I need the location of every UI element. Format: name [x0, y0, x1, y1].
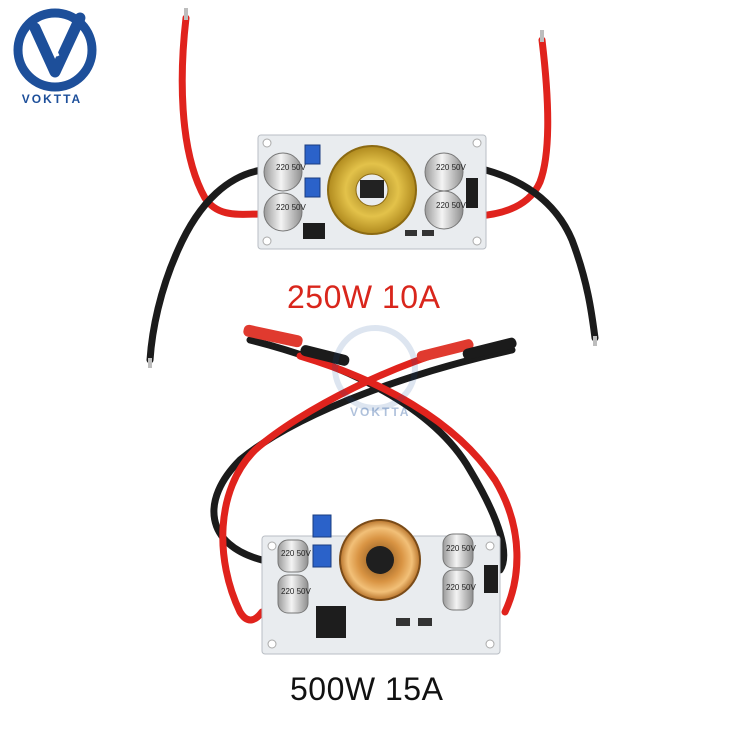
black-sleeve: [462, 337, 517, 360]
diode: [484, 565, 498, 593]
capacitor: [277, 539, 309, 573]
capacitor: [424, 152, 464, 192]
trimmer-potentiometer: [312, 514, 332, 538]
top-right-black-wire: [474, 164, 599, 342]
red-sleeve: [243, 324, 303, 348]
capacitor-label: 220 50V: [436, 201, 466, 210]
capacitor: [424, 190, 464, 230]
capacitor-label: 220 50V: [281, 587, 311, 596]
top-right-red-wire: [474, 36, 552, 220]
mount-hole: [485, 639, 495, 649]
mount-hole: [472, 236, 482, 246]
top-left-red-wire: [178, 14, 266, 218]
red-sleeve: [416, 339, 474, 362]
toroid-core: [366, 546, 394, 574]
capacitor-label: 220 50V: [276, 203, 306, 212]
capacitor-label: 220 50V: [281, 549, 311, 558]
brand-logo: [13, 8, 97, 92]
smd-part: [396, 618, 410, 626]
smd-part: [418, 618, 432, 626]
trimmer-potentiometer: [304, 144, 321, 165]
mount-hole: [485, 541, 495, 551]
top-module: 220 50V 220 50V 220 50V 220 50V: [146, 8, 599, 368]
mount-hole: [262, 236, 272, 246]
mount-hole: [262, 138, 272, 148]
bottom-module-caption: 500W 15A: [290, 671, 444, 707]
bottom-red-wire: [296, 352, 521, 616]
capacitor: [442, 569, 474, 611]
capacitor-label: 220 50V: [276, 163, 306, 172]
smd-part: [422, 230, 434, 236]
capacitor-label: 220 50V: [446, 544, 476, 553]
top-left-black-wire: [146, 166, 266, 364]
trimmer-potentiometer: [312, 544, 332, 568]
black-sleeve: [300, 345, 350, 366]
mosfet: [303, 223, 325, 239]
trimmer-potentiometer: [304, 177, 321, 198]
capacitor: [263, 152, 303, 192]
capacitor: [277, 574, 309, 614]
capacitor-label: 220 50V: [436, 163, 466, 172]
bottom-module: 220 50V 220 50V 220 50V 220 50V: [210, 324, 521, 655]
watermark-logo: [332, 325, 418, 411]
watermark-text: VOKTTA: [350, 405, 411, 419]
ic-chip: [360, 180, 384, 198]
top-module-caption: 250W 10A: [287, 279, 441, 315]
mount-hole: [472, 138, 482, 148]
capacitor: [263, 192, 303, 232]
capacitor-label: 220 50V: [446, 583, 476, 592]
brand-logo-text: VOKTTA: [21, 92, 83, 106]
diode: [466, 178, 478, 208]
mosfet: [316, 606, 346, 638]
mount-hole: [267, 541, 277, 551]
capacitor: [442, 533, 474, 569]
bottom-red-wire: [219, 341, 474, 624]
mount-hole: [267, 639, 277, 649]
smd-part: [405, 230, 417, 236]
